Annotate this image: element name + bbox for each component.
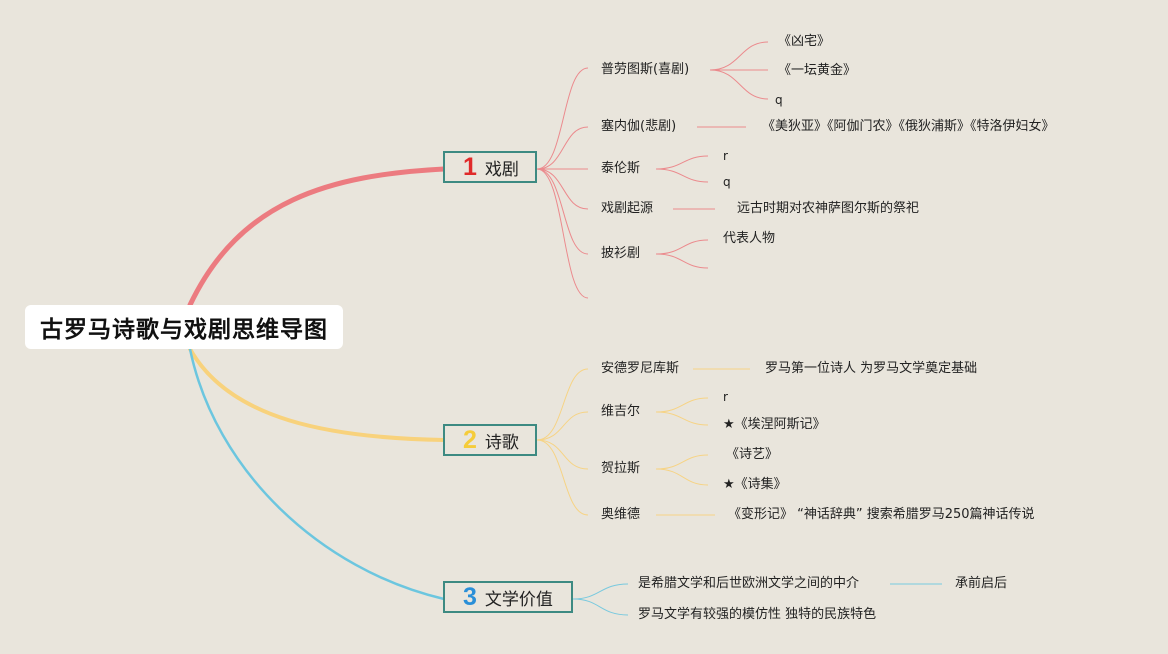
leaf-text: 《诗艺》: [726, 447, 779, 462]
node-andronicus[interactable]: 安德罗尼库斯: [601, 361, 680, 376]
node-terence[interactable]: 泰伦斯: [601, 161, 641, 176]
leaf-text: 罗马第一位诗人 为罗马文学奠定基础: [765, 361, 978, 376]
leaf-text: r: [723, 390, 728, 404]
leaf-text: 《凶宅》: [778, 34, 831, 49]
node-ovid[interactable]: 奥维德: [601, 507, 641, 522]
leaf-text: 《变形记》 “神话辞典” 搜索希腊罗马250篇神话传说: [728, 507, 1035, 522]
leaf-text: 《一坛黄金》: [778, 63, 857, 78]
branch-literary-value[interactable]: 3 文学价值: [443, 581, 573, 613]
connector-root-value: [188, 347, 446, 601]
leaf-text: 远古时期对农神萨图尔斯的祭祀: [737, 201, 920, 216]
branch-poetry[interactable]: 2 诗歌: [443, 424, 537, 456]
node-seneca[interactable]: 塞内伽(悲剧): [601, 119, 677, 134]
leaf-text: q: [775, 93, 783, 107]
branch-label: 诗歌: [484, 432, 519, 453]
node-fabula-palliata[interactable]: 披衫剧: [601, 246, 641, 261]
node-virgil[interactable]: 维吉尔: [601, 404, 641, 419]
leaf-text: r: [723, 149, 728, 163]
branch-number: 1: [463, 152, 477, 181]
value-subconnectors: [572, 583, 942, 616]
connector-root-drama: [187, 166, 447, 308]
mindmap-root-title: 古罗马诗歌与戏剧思维导图: [25, 305, 343, 349]
node-intermediary[interactable]: 是希腊文学和后世欧洲文学之间的中介: [638, 576, 860, 591]
leaf-text: 《美狄亚》《阿伽门农》《俄狄浦斯》《特洛伊妇女》: [762, 119, 1055, 134]
node-plautus[interactable]: 普劳图斯(喜剧): [601, 62, 690, 77]
branch-label: 文学价值: [484, 589, 553, 610]
branch-label: 戏剧: [484, 159, 519, 180]
leaf-text: q: [723, 175, 731, 189]
node-imitation[interactable]: 罗马文学有较强的模仿性 独特的民族特色: [638, 607, 877, 622]
poetry-subconnectors: [536, 368, 750, 516]
node-horace[interactable]: 贺拉斯: [601, 461, 641, 476]
node-drama-origin[interactable]: 戏剧起源: [601, 201, 654, 216]
drama-subconnectors: [536, 41, 769, 299]
leaf-text: ★《诗集》: [723, 477, 787, 492]
leaf-text: ★《埃涅阿斯记》: [723, 417, 826, 432]
branch-number: 3: [463, 582, 477, 611]
branch-number: 2: [463, 425, 477, 454]
branch-drama[interactable]: 1 戏剧: [443, 151, 537, 183]
leaf-text: 代表人物: [723, 231, 776, 246]
connector-root-poetry: [188, 347, 446, 442]
leaf-text: 承前启后: [955, 576, 1008, 591]
